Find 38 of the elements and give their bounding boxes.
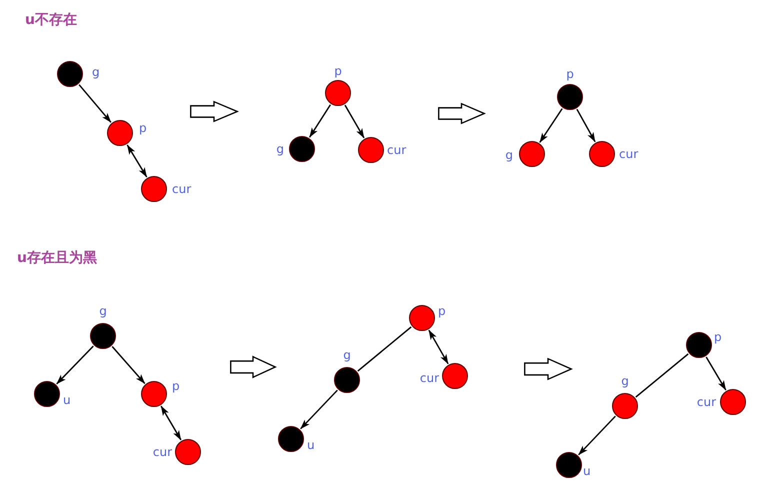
arrow	[78, 84, 112, 123]
node-label: cur	[387, 144, 406, 156]
arrow	[300, 390, 338, 430]
node-label: g	[505, 148, 513, 162]
node-label: u	[307, 438, 315, 452]
arrow	[706, 356, 726, 390]
node-label: cur	[619, 148, 638, 160]
node-label: p	[566, 68, 574, 81]
node-label: cur	[696, 396, 716, 408]
node-label: g	[99, 305, 107, 318]
node-label: cur	[172, 182, 192, 196]
section-heading: u存在且为黑	[17, 250, 97, 266]
node-label: u	[63, 394, 71, 406]
node-label: u	[583, 464, 591, 478]
node-label: g	[92, 66, 100, 78]
node-label: p	[334, 65, 342, 78]
node-label: g	[276, 142, 284, 156]
arrow	[344, 104, 365, 138]
node-label: p	[139, 122, 147, 134]
arrow	[112, 346, 146, 384]
double-arrow	[126, 144, 148, 178]
node-label: p	[172, 380, 180, 392]
node-label: p	[714, 330, 722, 344]
arrow	[578, 416, 616, 456]
connector-line	[357, 326, 412, 372]
arrow	[576, 108, 596, 142]
node-label: g	[621, 375, 629, 388]
connector-line	[635, 353, 689, 398]
node-label: p	[438, 304, 446, 318]
node-label: cur	[152, 446, 172, 458]
arrow	[539, 108, 563, 143]
section-heading: u不存在	[25, 12, 77, 28]
double-arrow	[428, 330, 449, 364]
arrow	[56, 346, 94, 384]
arrow	[309, 104, 331, 138]
node-label: g	[343, 349, 351, 362]
double-arrow	[160, 406, 182, 440]
node-label: cur	[420, 372, 439, 384]
